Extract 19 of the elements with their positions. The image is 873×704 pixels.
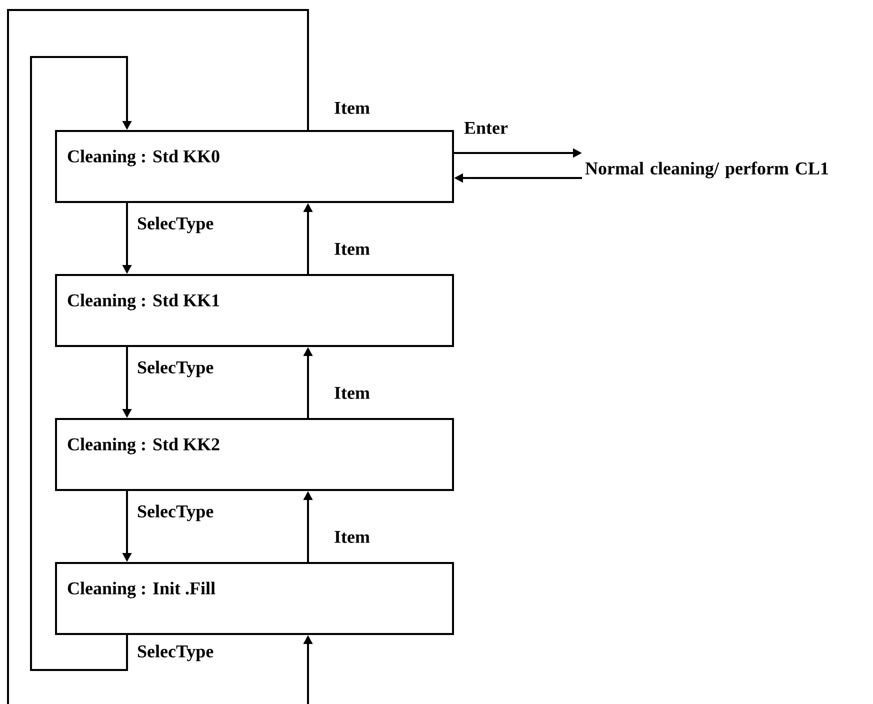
state-box	[55, 130, 454, 203]
edge-label: SelecType	[136, 504, 215, 522]
edge-label: Item	[333, 386, 371, 400]
node-label: Cleaning : Std KK0	[68, 150, 220, 166]
state-box	[55, 274, 454, 347]
state-box	[55, 562, 454, 635]
edge-label: SelecType	[136, 216, 215, 234]
node-label: Cleaning : Std KK1	[68, 294, 220, 310]
node-label: Cleaning : Std KK2	[68, 438, 220, 454]
edge-label: Enter	[463, 121, 509, 135]
output-text: Normal cleaning/ perform CL1	[585, 162, 828, 178]
edge-label: SelecType	[136, 360, 215, 378]
arrow	[30, 56, 132, 671]
node-label: Cleaning : Init .Fill	[68, 582, 216, 598]
edge-label: Item	[333, 242, 371, 256]
edge-label: Item	[333, 101, 371, 115]
edge-label: SelecType	[136, 644, 215, 662]
edge-label: Item	[333, 530, 371, 544]
state-box	[55, 418, 454, 491]
